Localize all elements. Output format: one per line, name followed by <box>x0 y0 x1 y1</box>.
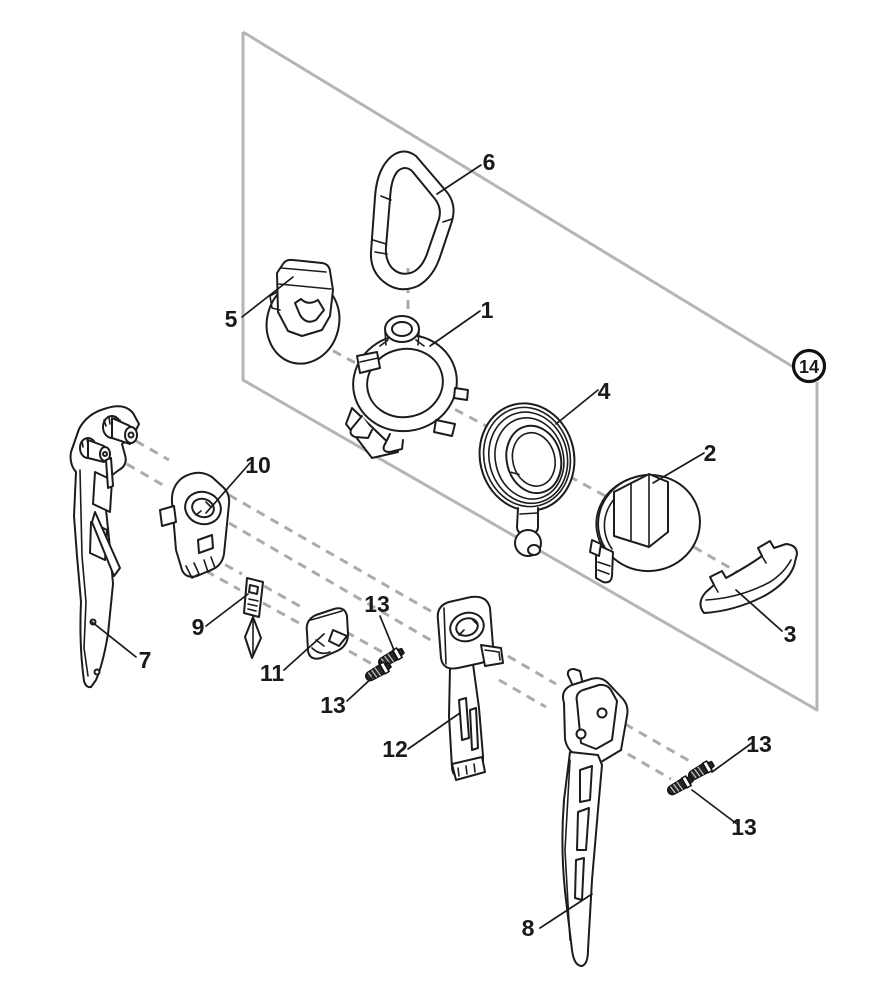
part-label-12: 12 <box>382 736 408 762</box>
part-label-1: 1 <box>481 297 494 323</box>
part-label-13-lower-left: 13 <box>320 692 346 718</box>
part-label-6: 6 <box>483 149 496 175</box>
assembly-callout-14: 14 <box>791 348 827 384</box>
callout-leader-lines <box>91 164 783 929</box>
assembly-callout-label: 14 <box>799 357 819 377</box>
assembly-axis-lines <box>112 268 754 781</box>
part-label-13-upper-left: 13 <box>364 591 390 617</box>
part-label-7: 7 <box>139 647 152 673</box>
part-12-pivot-arm <box>436 595 504 781</box>
part-3-curved-bracket <box>699 540 798 614</box>
part-5-belt-clip <box>265 258 341 365</box>
part-4-dial-wheel <box>478 402 576 557</box>
part-9-blade-insert <box>243 577 264 659</box>
part-label-2: 2 <box>704 440 717 466</box>
part-8-right-leg <box>561 668 629 967</box>
part-10-pivot-bracket <box>159 471 231 579</box>
part-label-5: 5 <box>225 306 238 332</box>
part-6-carabiner <box>369 150 455 291</box>
part-label-10: 10 <box>245 452 271 478</box>
part-7-left-leg <box>69 405 140 689</box>
part-label-11: 11 <box>260 660 285 686</box>
assembly-callout-circle <box>791 348 827 384</box>
part-label-3: 3 <box>784 621 797 647</box>
part-label-9: 9 <box>192 614 205 640</box>
part-label-8: 8 <box>522 915 535 941</box>
part-label-13-upper-right: 13 <box>746 731 772 757</box>
part-2-housing-cup <box>589 473 701 584</box>
part-1-clamp-ring <box>345 315 469 459</box>
callout-labels: 6 5 1 4 2 3 7 10 9 11 13 13 12 13 13 8 <box>139 149 797 941</box>
part-label-4: 4 <box>598 378 611 404</box>
part-11-latch-block <box>305 607 349 660</box>
part-label-13-lower-right: 13 <box>731 814 757 840</box>
